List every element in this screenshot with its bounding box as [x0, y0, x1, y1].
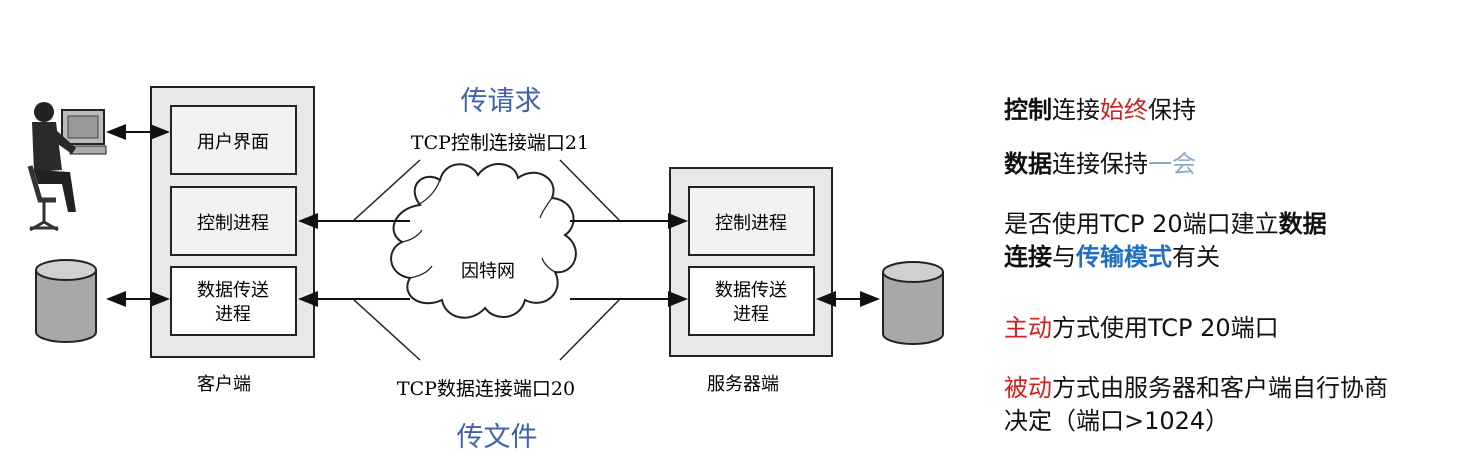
- client-ui-text: 用户界面: [197, 132, 269, 153]
- user-computer-icon: [27, 102, 107, 232]
- note-active-mode: 主动方式使用TCP 20端口: [1004, 314, 1279, 342]
- server-control-text: 控制进程: [715, 213, 787, 234]
- server-control-box: [688, 186, 815, 256]
- client-data-text-1: 数据传送: [197, 280, 269, 301]
- connection-wires: [352, 159, 621, 361]
- client-data-box: [170, 266, 297, 336]
- client-control-box: [170, 186, 297, 256]
- internet-label: 因特网: [461, 261, 515, 282]
- ftp-diagram: 用户界面 控制进程 数据传送 进程 客户端 控制进程 数据传送 进程 服务器端 …: [27, 86, 944, 453]
- server-data-text-1: 数据传送: [715, 280, 787, 301]
- client-data-text-2: 进程: [215, 304, 251, 325]
- server-data-box: [688, 266, 815, 336]
- note-data-connection: 数据连接保持一会: [1004, 150, 1196, 178]
- request-annotation: 传请求: [461, 86, 542, 117]
- note-port20-line2: 连接与传输模式有关: [1004, 243, 1220, 271]
- file-annotation: 传文件: [457, 422, 538, 453]
- server-data-text-2: 进程: [733, 304, 769, 325]
- arrows: [106, 124, 880, 307]
- client-control-text: 控制进程: [197, 213, 269, 234]
- client-database-icon: [35, 259, 97, 343]
- note-passive-mode-line2: 决定（端口>1024）: [1004, 407, 1230, 435]
- server-label: 服务器端: [707, 374, 779, 395]
- client-label: 客户端: [197, 374, 251, 395]
- control-connection-label: TCP控制连接端口21: [411, 132, 589, 154]
- data-connection-label: TCP数据连接端口20: [397, 378, 575, 400]
- note-port20-line1: 是否使用TCP 20端口建立数据: [1004, 210, 1327, 238]
- client-ui-box: [170, 105, 297, 175]
- note-passive-mode-line1: 被动方式由服务器和客户端自行协商: [1004, 374, 1388, 402]
- note-control-connection: 控制连接始终保持: [1004, 96, 1196, 124]
- server-database-icon: [882, 261, 944, 345]
- internet-cloud: [390, 163, 577, 319]
